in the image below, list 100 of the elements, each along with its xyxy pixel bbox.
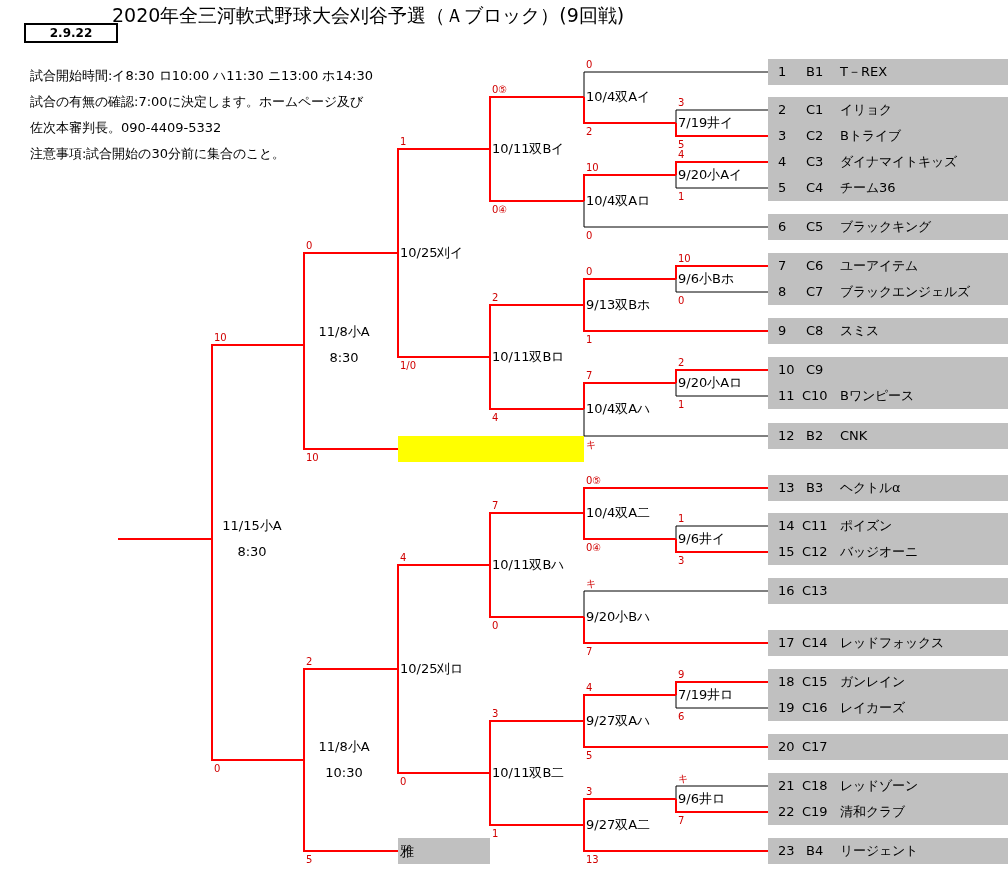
match-label: 9/20小Aロ — [676, 374, 743, 392]
team-name: ブラックキング — [840, 218, 931, 236]
bracket-line — [675, 694, 769, 709]
score-label: 2 — [492, 292, 499, 303]
score-label: キ — [586, 439, 596, 450]
bracket-line — [303, 759, 399, 852]
team-code: C6 — [806, 257, 824, 275]
seed-number: 12 — [778, 427, 795, 445]
score-label: 2 — [678, 357, 685, 368]
seed-number: 15 — [778, 543, 795, 561]
seed-number: 6 — [778, 218, 787, 236]
bracket-line — [489, 564, 585, 618]
team-bar — [768, 695, 1008, 721]
score-label: 7 — [586, 646, 593, 657]
match-date: 11/8小A — [317, 738, 371, 756]
team-code: C16 — [802, 699, 828, 717]
bracket-line — [211, 538, 305, 761]
team-code: C18 — [802, 777, 828, 795]
score-label: 1 — [678, 399, 685, 410]
team-bar — [768, 279, 1008, 305]
match-label: 10/25刈ロ — [398, 660, 464, 678]
score-label: キ — [586, 578, 596, 589]
seed-number: 3 — [778, 127, 787, 145]
score-label: 5 — [586, 750, 593, 761]
team-code: C8 — [806, 322, 824, 340]
score-label: 4 — [678, 149, 685, 160]
score-label: 3 — [492, 708, 499, 719]
match-label: 7/19井ロ — [676, 686, 734, 704]
date-box: 2.9.22 — [24, 23, 118, 43]
team-code: C1 — [806, 101, 824, 119]
team-name: ダイナマイトキッズ — [840, 153, 957, 171]
team-bar — [768, 773, 1008, 799]
score-label: 5 — [306, 854, 313, 865]
score-label: 0 — [492, 620, 499, 631]
match-label: 10/11双B二 — [490, 764, 565, 782]
bracket-line — [675, 278, 769, 293]
bracket-line — [675, 681, 769, 696]
match-label: 10/4双Aロ — [584, 192, 651, 210]
bracket-line — [303, 252, 399, 346]
seed-number: 23 — [778, 842, 795, 860]
score-label: 4 — [586, 682, 593, 693]
bracket-line — [583, 408, 769, 437]
winner-box: 雅 — [398, 838, 490, 864]
seed-number: 14 — [778, 517, 795, 535]
team-bar — [768, 383, 1008, 409]
score-label: 10 — [678, 253, 691, 264]
team-code: C3 — [806, 153, 824, 171]
score-label: 1 — [492, 828, 499, 839]
team-bar — [768, 838, 1008, 864]
bracket-line — [489, 772, 585, 826]
team-bar — [768, 175, 1008, 201]
bracket-line — [489, 512, 585, 566]
team-bar — [768, 734, 1008, 760]
team-code: B4 — [806, 842, 824, 860]
team-code: C14 — [802, 634, 828, 652]
match-label: 9/6井イ — [676, 530, 725, 548]
seed-number: 5 — [778, 179, 787, 197]
score-label: 0 — [214, 763, 221, 774]
score-label: 13 — [586, 854, 599, 865]
team-bar — [768, 357, 1008, 383]
team-code: C5 — [806, 218, 824, 236]
team-code: B2 — [806, 427, 824, 445]
bracket-line — [397, 564, 491, 670]
team-name: ブラックエンジェルズ — [840, 283, 970, 301]
bracket-line — [583, 200, 769, 228]
score-label: 0④ — [492, 204, 508, 215]
seed-number: 11 — [778, 387, 795, 405]
bracket-line — [583, 798, 677, 826]
match-label: 10/11双Bイ — [490, 140, 565, 158]
note-text: 試合の有無の確認:7:00に決定します。ホームページ及び佐次本審判長。090-4409-5332 — [30, 93, 364, 137]
team-name: リージェント — [840, 842, 918, 860]
score-label: 2 — [306, 656, 313, 667]
bracket-line — [583, 512, 677, 540]
team-name: 清和クラブ — [840, 803, 905, 821]
bracket-line — [583, 824, 769, 852]
bracket-line — [675, 122, 769, 137]
match-label: 9/27双Aハ — [584, 712, 651, 730]
team-code: C13 — [802, 582, 828, 600]
team-name: レイカーズ — [840, 699, 905, 717]
score-label: 4 — [492, 412, 499, 423]
team-code: C7 — [806, 283, 824, 301]
score-label: 1 — [678, 513, 685, 524]
match-label: 10/4双Aイ — [584, 88, 651, 106]
team-name: ポイズン — [840, 517, 892, 535]
team-name: レッドゾーン — [840, 777, 918, 795]
team-name: Bワンピース — [840, 387, 914, 405]
bracket-line — [675, 525, 769, 540]
seed-number: 7 — [778, 257, 787, 275]
team-code: B1 — [806, 63, 824, 81]
bracket-line — [583, 96, 677, 124]
team-bar — [768, 475, 1008, 501]
seed-number: 4 — [778, 153, 787, 171]
score-label: 0 — [586, 59, 593, 70]
match-label: 10/11双Bハ — [490, 556, 565, 574]
bracket-line — [489, 96, 585, 150]
team-bar — [768, 630, 1008, 656]
seed-number: 19 — [778, 699, 795, 717]
bracket-line — [583, 278, 677, 306]
bracket-line — [583, 487, 769, 514]
team-bar — [768, 253, 1008, 279]
